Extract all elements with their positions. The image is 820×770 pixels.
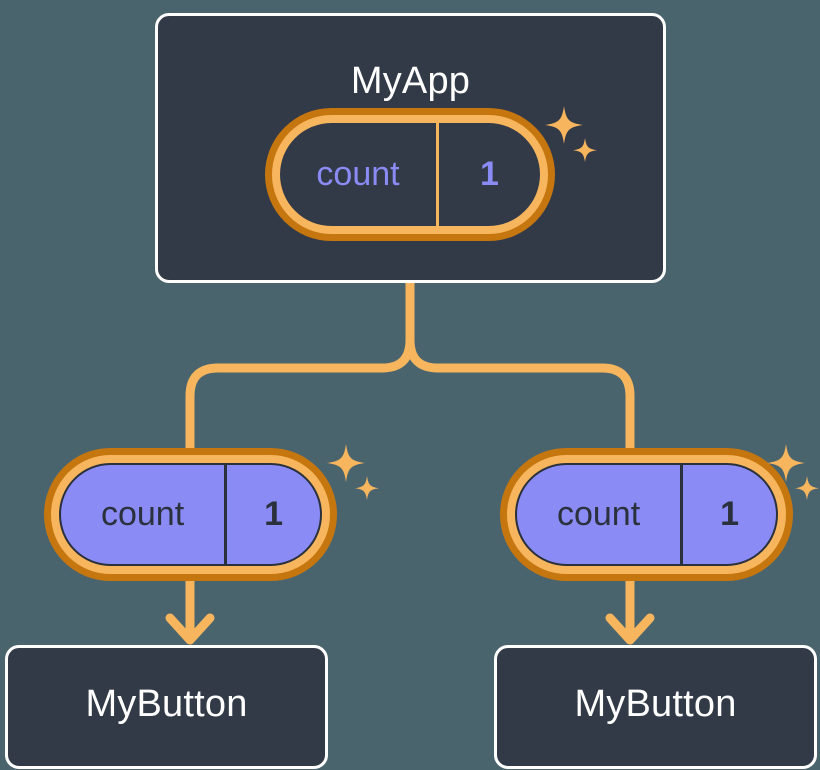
component-title-myapp: MyApp xyxy=(350,60,471,102)
component-node-mybutton-left[interactable]: MyButton xyxy=(5,645,328,769)
state-value-label: 1 xyxy=(720,495,740,533)
state-pill-body: count 1 xyxy=(515,463,778,566)
state-key-label: count xyxy=(280,123,439,226)
state-value-label: 1 xyxy=(264,495,284,533)
state-key-label: count xyxy=(517,465,684,564)
state-pill-right[interactable]: count 1 xyxy=(500,448,793,581)
state-pill-myapp[interactable]: count 1 xyxy=(265,108,555,241)
state-pill-body: count 1 xyxy=(59,463,322,566)
arrow-down-icon-left xyxy=(165,613,215,645)
state-key-label: count xyxy=(61,465,228,564)
component-title-mybutton-left: MyButton xyxy=(85,683,248,725)
component-node-mybutton-right[interactable]: MyButton xyxy=(494,645,817,769)
state-pill-ring: count 1 xyxy=(272,115,548,234)
connector-branch-left xyxy=(185,339,415,470)
arrow-down-icon-right xyxy=(605,613,655,645)
state-value-label: 1 xyxy=(480,155,499,193)
state-pill-body: count 1 xyxy=(280,123,540,226)
state-pill-left[interactable]: count 1 xyxy=(44,448,337,581)
connector-branch-right xyxy=(405,339,635,470)
component-title-mybutton-right: MyButton xyxy=(574,683,737,725)
state-pill-ring: count 1 xyxy=(51,455,330,574)
state-pill-ring: count 1 xyxy=(507,455,786,574)
